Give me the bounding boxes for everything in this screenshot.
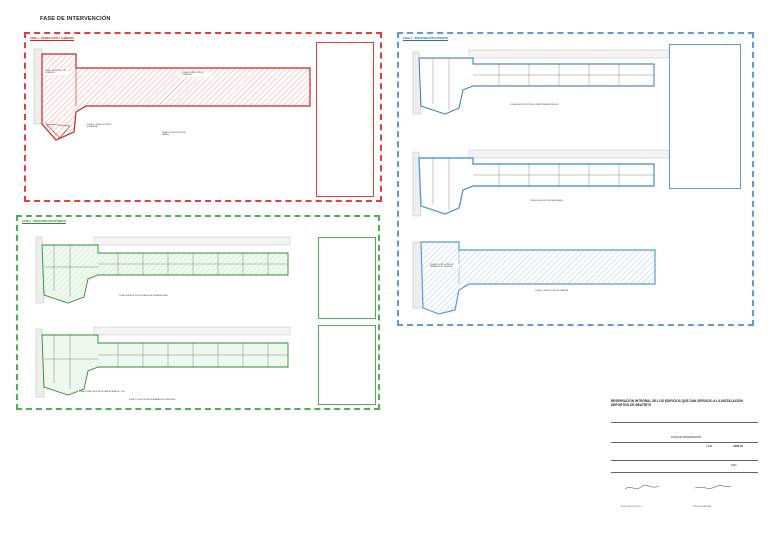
plan-label-3c: ZONA 3.C EJECUCIÓN DE CUBIERTA bbox=[534, 290, 576, 293]
plan-label-1a: ZONA 1.A DEMOLICIÓN CUBIERTA bbox=[44, 70, 68, 75]
plan-label-3b: ZONA 3.B EJECUCIÓN DE FACHADA bbox=[529, 200, 571, 203]
date: 2023 bbox=[731, 464, 737, 467]
phase-2-panel: FASE 2 - INTERVENCIÓN INTERIOR ZONA 2.A … bbox=[16, 215, 380, 410]
scale: 1/150 bbox=[706, 445, 713, 448]
phase-1-legend bbox=[316, 42, 374, 197]
plan-label-2a: ZONA 2.A EJECUCIÓN DE REDES DE INSTALACI… bbox=[118, 295, 170, 298]
phase-2-legend-a bbox=[318, 237, 376, 319]
title-block: RESERVACIÓN INTEGRAL DE LOS EDIFICIOS QU… bbox=[611, 399, 758, 515]
phase-2-label: FASE 2 - INTERVENCIÓN INTERIOR bbox=[22, 220, 66, 223]
plan-label-3a: ZONA 3.A SUSTITUCIÓN DE CARPINTERÍA EXTE… bbox=[509, 104, 567, 107]
phase-2-legend-b bbox=[318, 325, 376, 405]
phase-3-label: FASE 3 - INTERVENCIÓN EXTERIOR bbox=[403, 37, 448, 40]
phase-3-panel: FASE 3 - INTERVENCIÓN EXTERIOR bbox=[397, 32, 754, 326]
author-1: AUTOR DEL PROYECTO bbox=[621, 506, 642, 508]
signature-1 bbox=[624, 485, 660, 490]
plan-label-1b: ZONA 1.B DEMOLICIÓN CUBIERTA bbox=[181, 72, 211, 77]
phase-3-legend bbox=[669, 44, 741, 189]
author-2: TÉCNICO MUNICIPAL bbox=[693, 506, 712, 508]
plan-label-3d: ZONA 3.D EJECUCIÓN DE REMATES DE CUBIERT… bbox=[429, 264, 459, 269]
phase-1-plan bbox=[33, 48, 311, 141]
sheet-number: AR02.04 bbox=[733, 445, 743, 448]
phase-1-panel: FASE 1 - DEMOLICIÓN Y CUBIERTA ZONA 1.A … bbox=[24, 32, 382, 202]
page-title: FASE DE INTERVENCIÓN bbox=[40, 16, 111, 22]
plan-label-2c: ZONA 2.C EJECUCIÓN DE ACABADOS INTERIORE… bbox=[128, 399, 180, 402]
signature-2 bbox=[694, 485, 732, 489]
plan-name: FASE DE INTERVENCIÓN bbox=[671, 436, 702, 439]
plan-label-2b: ZONA 2.B REPOSICIÓN DE CARPINTERÍA INT. … bbox=[78, 391, 130, 394]
plan-label-1c: ZONA 1.C DEMOLICIÓN DE ESCALERA bbox=[86, 124, 114, 129]
phase-3-plans bbox=[412, 49, 670, 315]
project-title: RESERVACIÓN INTEGRAL DE LOS EDIFICIOS QU… bbox=[611, 399, 743, 407]
phase-2-plan-a bbox=[35, 236, 291, 398]
plan-label-1d: ZONA 1.D EJECUCIÓN DE RAMPA bbox=[161, 132, 193, 137]
phase-1-label: FASE 1 - DEMOLICIÓN Y CUBIERTA bbox=[30, 37, 75, 40]
